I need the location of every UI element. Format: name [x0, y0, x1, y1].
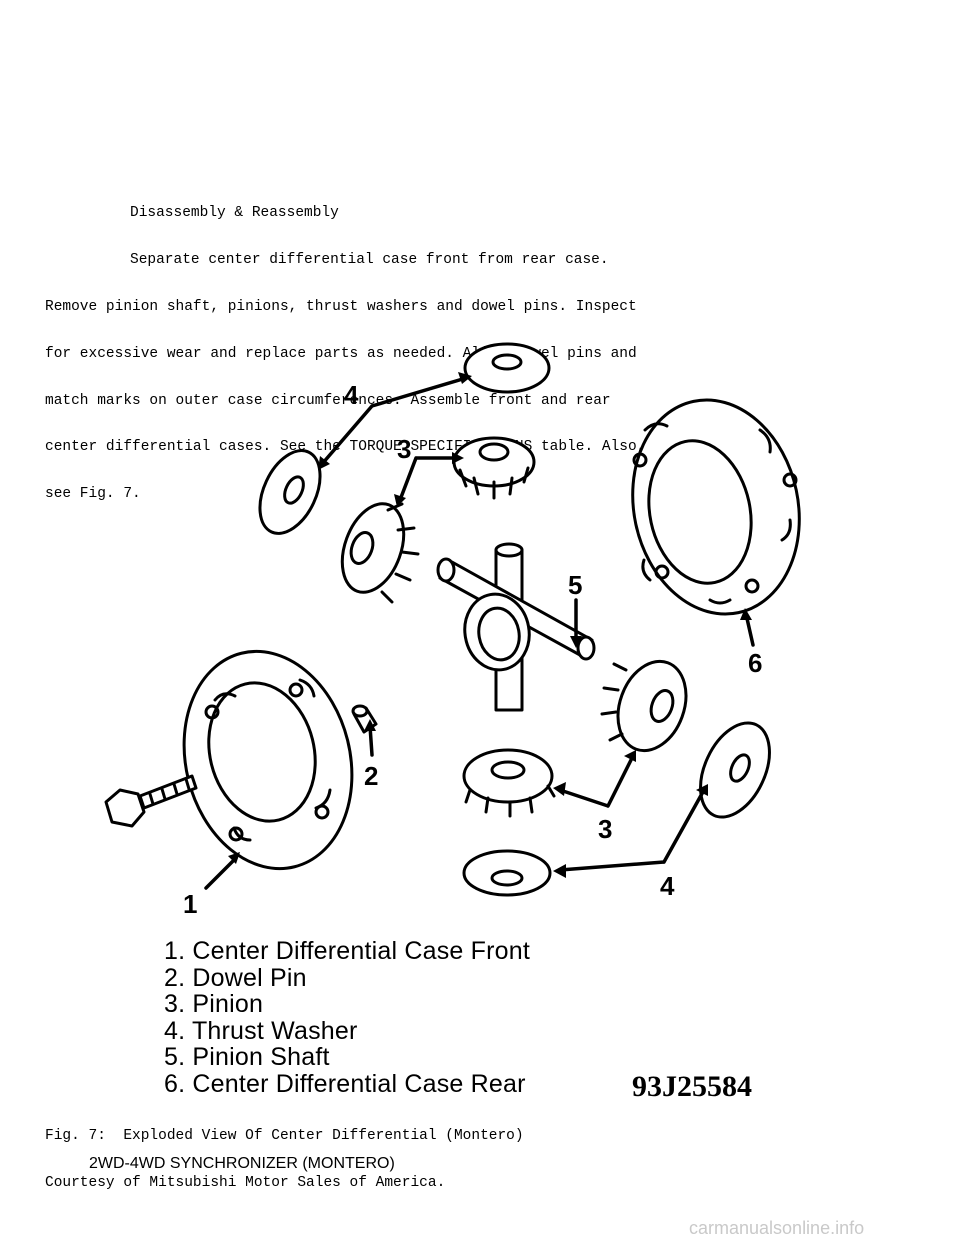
- paragraph-line: Remove pinion shaft, pinions, thrust was…: [45, 298, 637, 315]
- callout-4-top: 4: [344, 380, 359, 410]
- body-paragraph: Separate center differential case front …: [45, 222, 645, 518]
- callout-3-top: 3: [397, 434, 411, 464]
- paragraph-line: Separate center differential case front …: [130, 252, 609, 269]
- watermark: carmanualsonline.info: [689, 1218, 865, 1238]
- callout-4-bottom: 4: [660, 871, 675, 901]
- callout-5: 5: [568, 570, 582, 600]
- bolt: [104, 774, 198, 828]
- section-heading: Disassembly & Reassembly: [130, 205, 339, 221]
- caption-line: Fig. 7: Exploded View Of Center Differen…: [45, 1128, 524, 1145]
- caption-line: Courtesy of Mitsubishi Motor Sales of Am…: [45, 1174, 446, 1191]
- figure-id: 93J25584: [632, 1070, 752, 1103]
- center-differential-case-rear: [631, 398, 801, 616]
- paragraph-line: see Fig. 7.: [45, 486, 141, 503]
- exploded-view-figure: 4 3 5 6 2 1 3 4: [104, 342, 801, 919]
- legend-item: 2. Dowel Pin: [164, 963, 307, 992]
- callout-3-bottom: 3: [598, 814, 612, 844]
- legend-item: 6. Center Differential Case Rear: [164, 1069, 526, 1098]
- arrowheads: [228, 372, 752, 878]
- thrust-washer-top: [463, 342, 551, 394]
- callout-2: 2: [364, 761, 378, 791]
- pinion-shaft: [436, 542, 596, 712]
- pinion-bottom: [462, 748, 556, 818]
- callout-6: 6: [748, 648, 762, 678]
- legend-item: 5. Pinion Shaft: [164, 1043, 330, 1071]
- figure-caption: Fig. 7: Exploded View Of Center Differen…: [45, 1098, 524, 1207]
- pinion-left: [340, 502, 420, 604]
- callout-1: 1: [183, 889, 197, 919]
- legend-item: 1. Center Differential Case Front: [164, 937, 531, 965]
- thrust-washer-bottom: [462, 849, 552, 897]
- figure-legend: 1. Center Differential Case Front 2. Dow…: [164, 938, 530, 1097]
- legend-item: 3. Pinion: [164, 990, 264, 1018]
- pinion-right: [600, 659, 688, 753]
- thrust-washer-right: [699, 721, 771, 819]
- page-footer: 2WD-4WD SYNCHRONIZER (MONTERO): [89, 1155, 395, 1172]
- paragraph-line: match marks on outer case circumferences…: [45, 392, 611, 409]
- thrust-washer-left: [258, 449, 322, 535]
- center-differential-case-front: [182, 649, 354, 871]
- legend-item: 4. Thrust Washer: [164, 1016, 358, 1045]
- pinion-top: [452, 436, 536, 500]
